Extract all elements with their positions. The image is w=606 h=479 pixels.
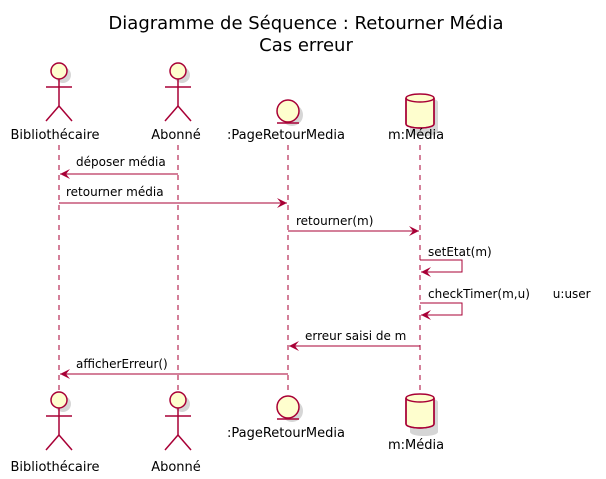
participant-label: Abonné xyxy=(151,128,201,143)
entity-page-retour-bottom: :PageRetourMedia xyxy=(227,395,345,441)
participant-label: :PageRetourMedia xyxy=(227,426,345,441)
actor-bibliothecaire-top: Bibliothécaire xyxy=(10,62,100,143)
arrowhead-icon xyxy=(421,267,431,277)
participant-label: Bibliothécaire xyxy=(10,460,99,475)
actor-abonne-top: Abonné xyxy=(151,62,201,143)
participant-label: :PageRetourMedia xyxy=(227,128,345,143)
message-deposer-media: déposer média xyxy=(60,155,178,179)
diagram-title-line-2: Cas erreur xyxy=(259,35,353,56)
actor-icon xyxy=(45,62,73,122)
message-set-etat: setEtat(m) xyxy=(420,245,492,277)
message-label: retourner(m) xyxy=(296,214,373,228)
participant-label: m:Média xyxy=(388,438,444,453)
entity-icon xyxy=(276,99,303,126)
arrowhead-icon xyxy=(277,198,287,208)
actor-bibliothecaire-bottom: Bibliothécaire xyxy=(10,391,100,475)
actor-icon xyxy=(164,62,192,122)
arrowhead-icon xyxy=(289,341,299,351)
entity-page-retour-top: :PageRetourMedia xyxy=(227,99,345,143)
participant-label: Bibliothécaire xyxy=(10,128,99,143)
database-icon xyxy=(405,93,438,136)
participant-label: Abonné xyxy=(151,460,201,475)
database-icon xyxy=(405,393,438,436)
message-label: erreur saisi de m xyxy=(305,329,406,343)
arrowhead-icon xyxy=(421,310,431,320)
database-media-bottom: m:Média xyxy=(388,393,444,453)
arrowhead-icon xyxy=(60,369,70,379)
message-retourner-media: retourner média xyxy=(59,185,287,208)
actor-abonne-bottom: Abonné xyxy=(151,391,201,475)
diagram-title-line-1: Diagramme de Séquence : Retourner Média xyxy=(108,13,503,34)
participant-label: m:Média xyxy=(388,128,444,143)
message-retourner-m: retourner(m) xyxy=(288,214,419,236)
actor-icon xyxy=(164,391,192,451)
arrowhead-icon xyxy=(60,169,70,179)
database-media-top: m:Média xyxy=(388,93,444,143)
message-afficher-erreur: afficherErreur() xyxy=(60,357,288,379)
actor-icon xyxy=(45,391,73,451)
message-erreur-saisi: erreur saisi de m xyxy=(289,329,420,351)
message-label: setEtat(m) xyxy=(428,245,492,259)
message-label: déposer média xyxy=(76,155,166,169)
message-label: checkTimer(m,u) u:user xyxy=(428,287,591,301)
message-label: retourner média xyxy=(66,185,164,199)
message-label: afficherErreur() xyxy=(76,357,168,371)
arrowhead-icon xyxy=(409,226,419,236)
message-check-timer: checkTimer(m,u) u:user xyxy=(420,287,591,320)
entity-icon xyxy=(276,395,303,422)
